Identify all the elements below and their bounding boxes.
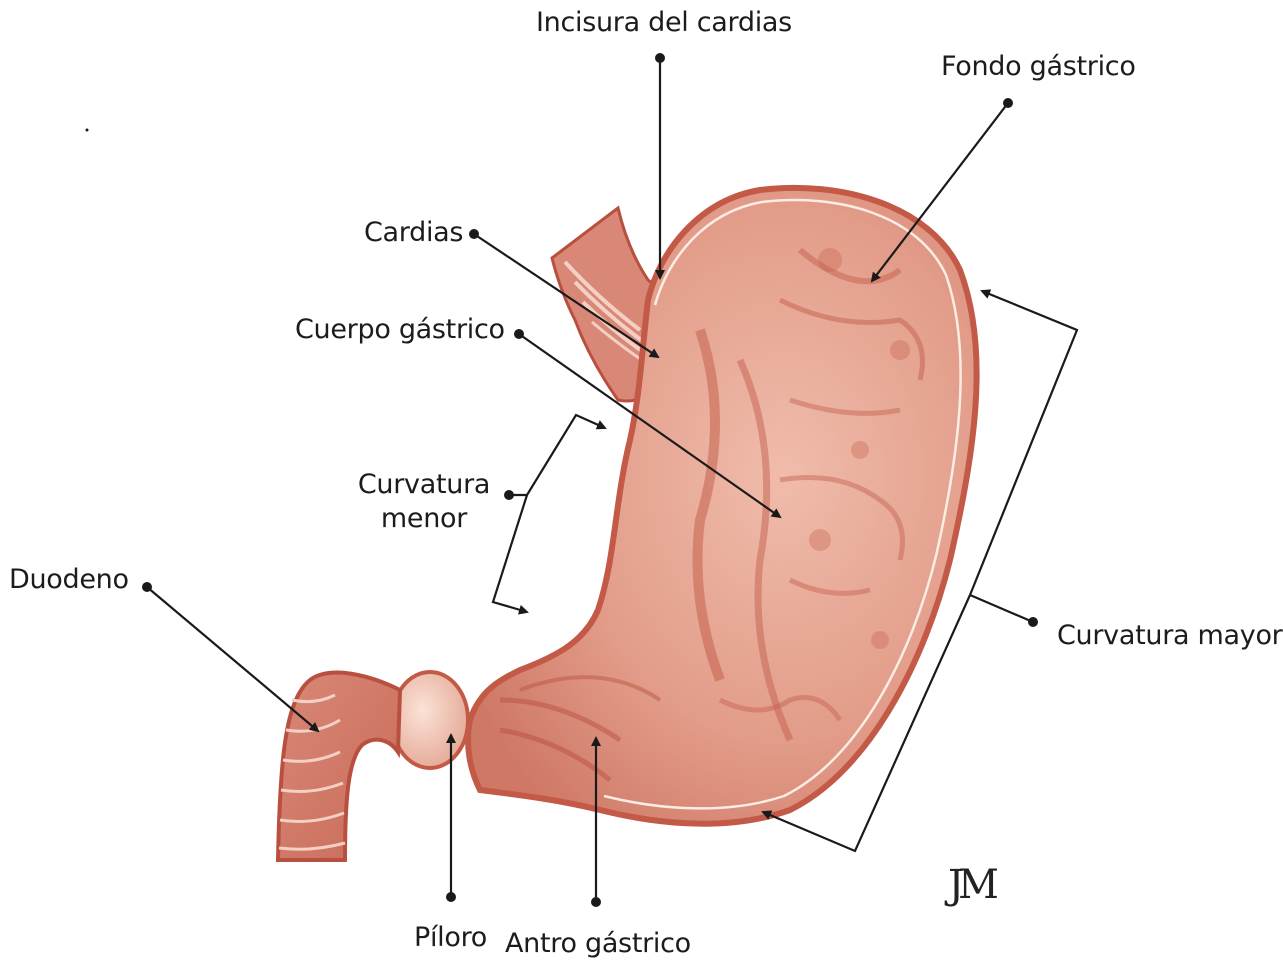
leader-curvatura-mayor [970,595,1033,622]
pylorus [392,672,468,768]
label-curvatura-mayor: Curvatura mayor [1057,619,1282,653]
label-curvatura-menor: Curvatura menor [354,468,494,536]
label-antro-gastrico: Antro gástrico [505,927,691,961]
dot-incisura-cardias [655,53,665,63]
dot-cuerpo-gastrico [514,329,524,339]
dot-fondo-gastrico [1003,98,1013,108]
duodenum [278,673,400,860]
label-curvatura-menor-line1: Curvatura [354,468,494,502]
label-duodeno: Duodeno [9,563,129,597]
label-cardias: Cardias [364,216,463,250]
dot-duodeno [142,582,152,592]
leader-duodeno [147,587,318,731]
label-piloro: Píloro [414,921,487,955]
label-cuerpo-gastrico: Cuerpo gástrico [295,313,505,347]
artist-signature: JM [948,862,993,908]
label-fondo-gastrico: Fondo gástrico [941,50,1136,84]
bracket-curvatura-mayor-top [970,291,1077,595]
dot-antro-gastrico [591,897,601,907]
stray-speck [86,129,89,132]
bracket-curvatura-menor-bottom [493,495,527,612]
dot-cardias [469,229,479,239]
label-incisura-cardias: Incisura del cardias [536,6,792,40]
dot-piloro [446,892,456,902]
label-curvatura-menor-line2: menor [354,502,494,536]
dot-curvatura-menor [504,490,514,500]
stomach-body [468,188,977,824]
dot-curvatura-mayor [1028,617,1038,627]
bracket-curvatura-menor-top [509,415,605,495]
